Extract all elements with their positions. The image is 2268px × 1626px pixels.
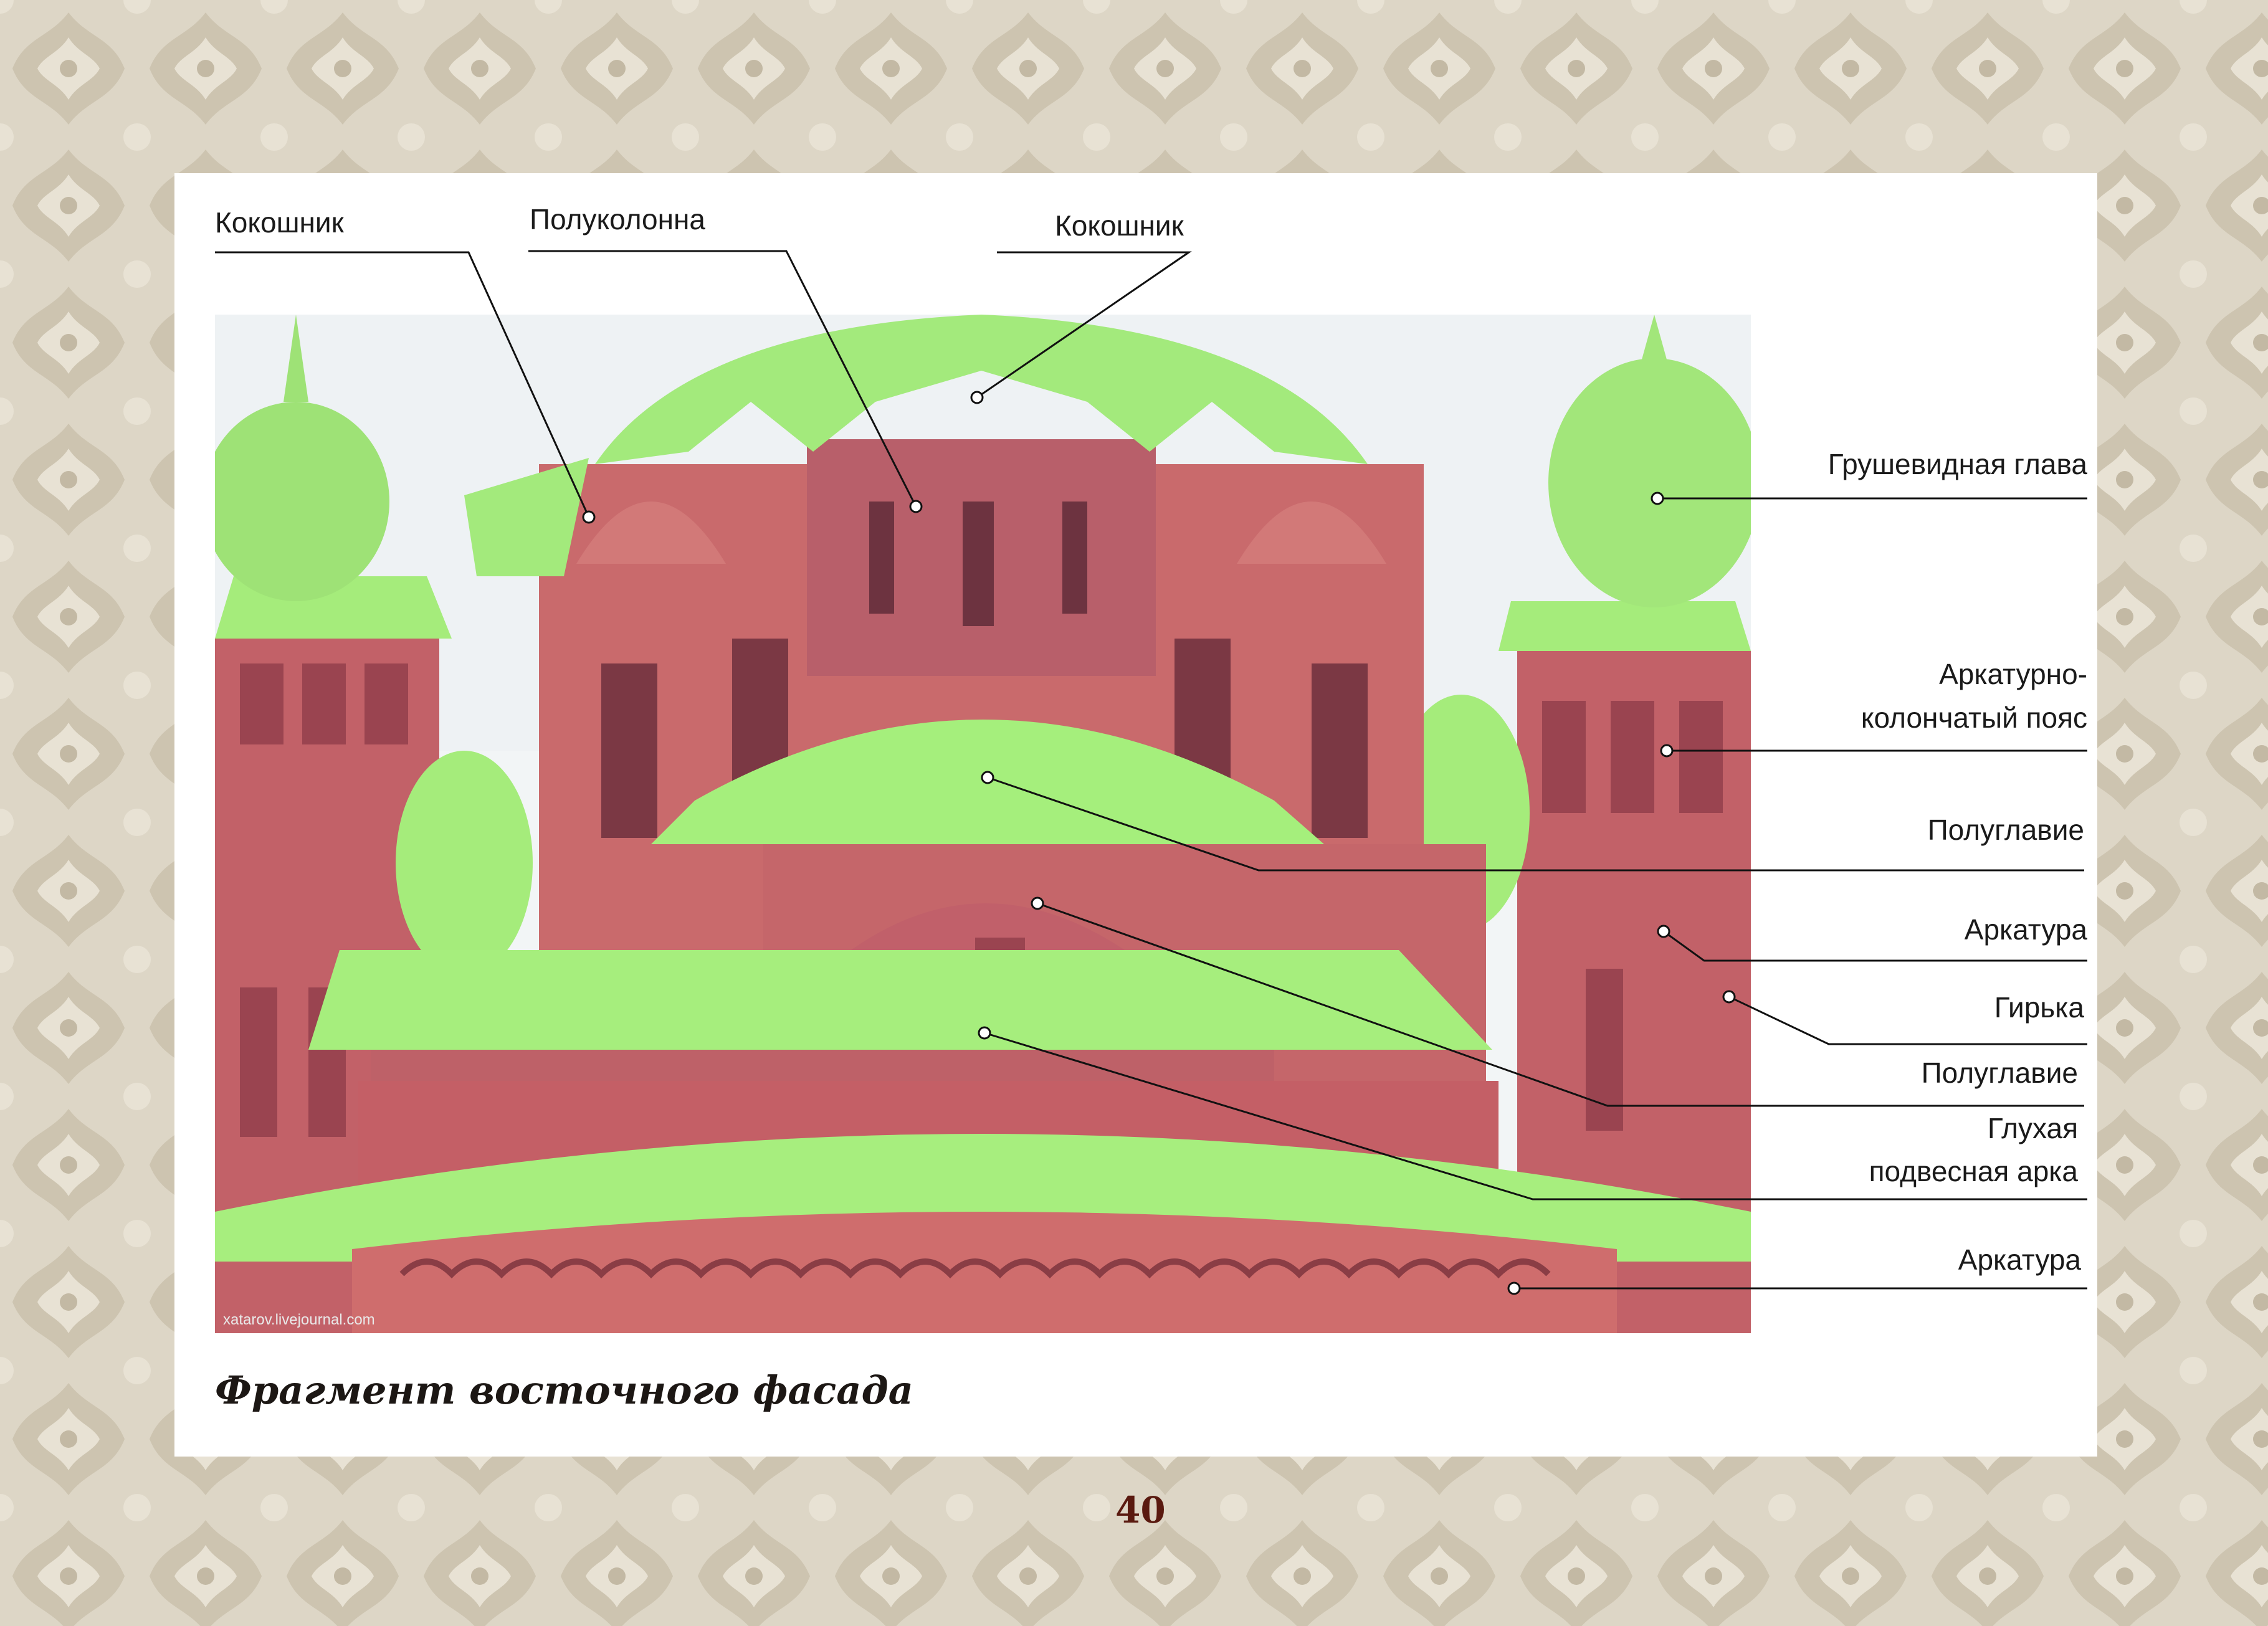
photo-watermark: xatarov.livejournal.com — [223, 1311, 375, 1328]
label-girka: Гирька — [1994, 991, 2084, 1024]
label-arkaturno-line1: Аркатурно- — [1939, 658, 2087, 690]
label-grushevidnaya: Грушевидная глава — [1827, 448, 2087, 480]
label-arkatura-1: Аркатура — [1964, 913, 2087, 946]
label-kokoshnik-top: Кокошник — [1055, 209, 1184, 242]
church-facade-photo — [215, 315, 1751, 1333]
label-glukhaya-line1: Глухая — [1987, 1112, 2078, 1144]
figure-caption: Фрагмент восточного фасада — [215, 1367, 913, 1413]
label-arkatura-2: Аркатура — [1958, 1243, 2081, 1276]
label-poluglavie-1: Полуглавие — [1927, 814, 2084, 846]
label-glukhaya-line2: подвесная арка — [1869, 1155, 2078, 1187]
label-arkaturno-line2: колончатый пояс — [1861, 701, 2087, 734]
label-polukolonna: Полуколонна — [530, 203, 706, 235]
label-poluglavie-2: Полуглавие — [1921, 1057, 2078, 1089]
label-kokoshnik-left: Кокошник — [215, 206, 344, 239]
page-number: 40 — [1115, 1489, 1166, 1531]
